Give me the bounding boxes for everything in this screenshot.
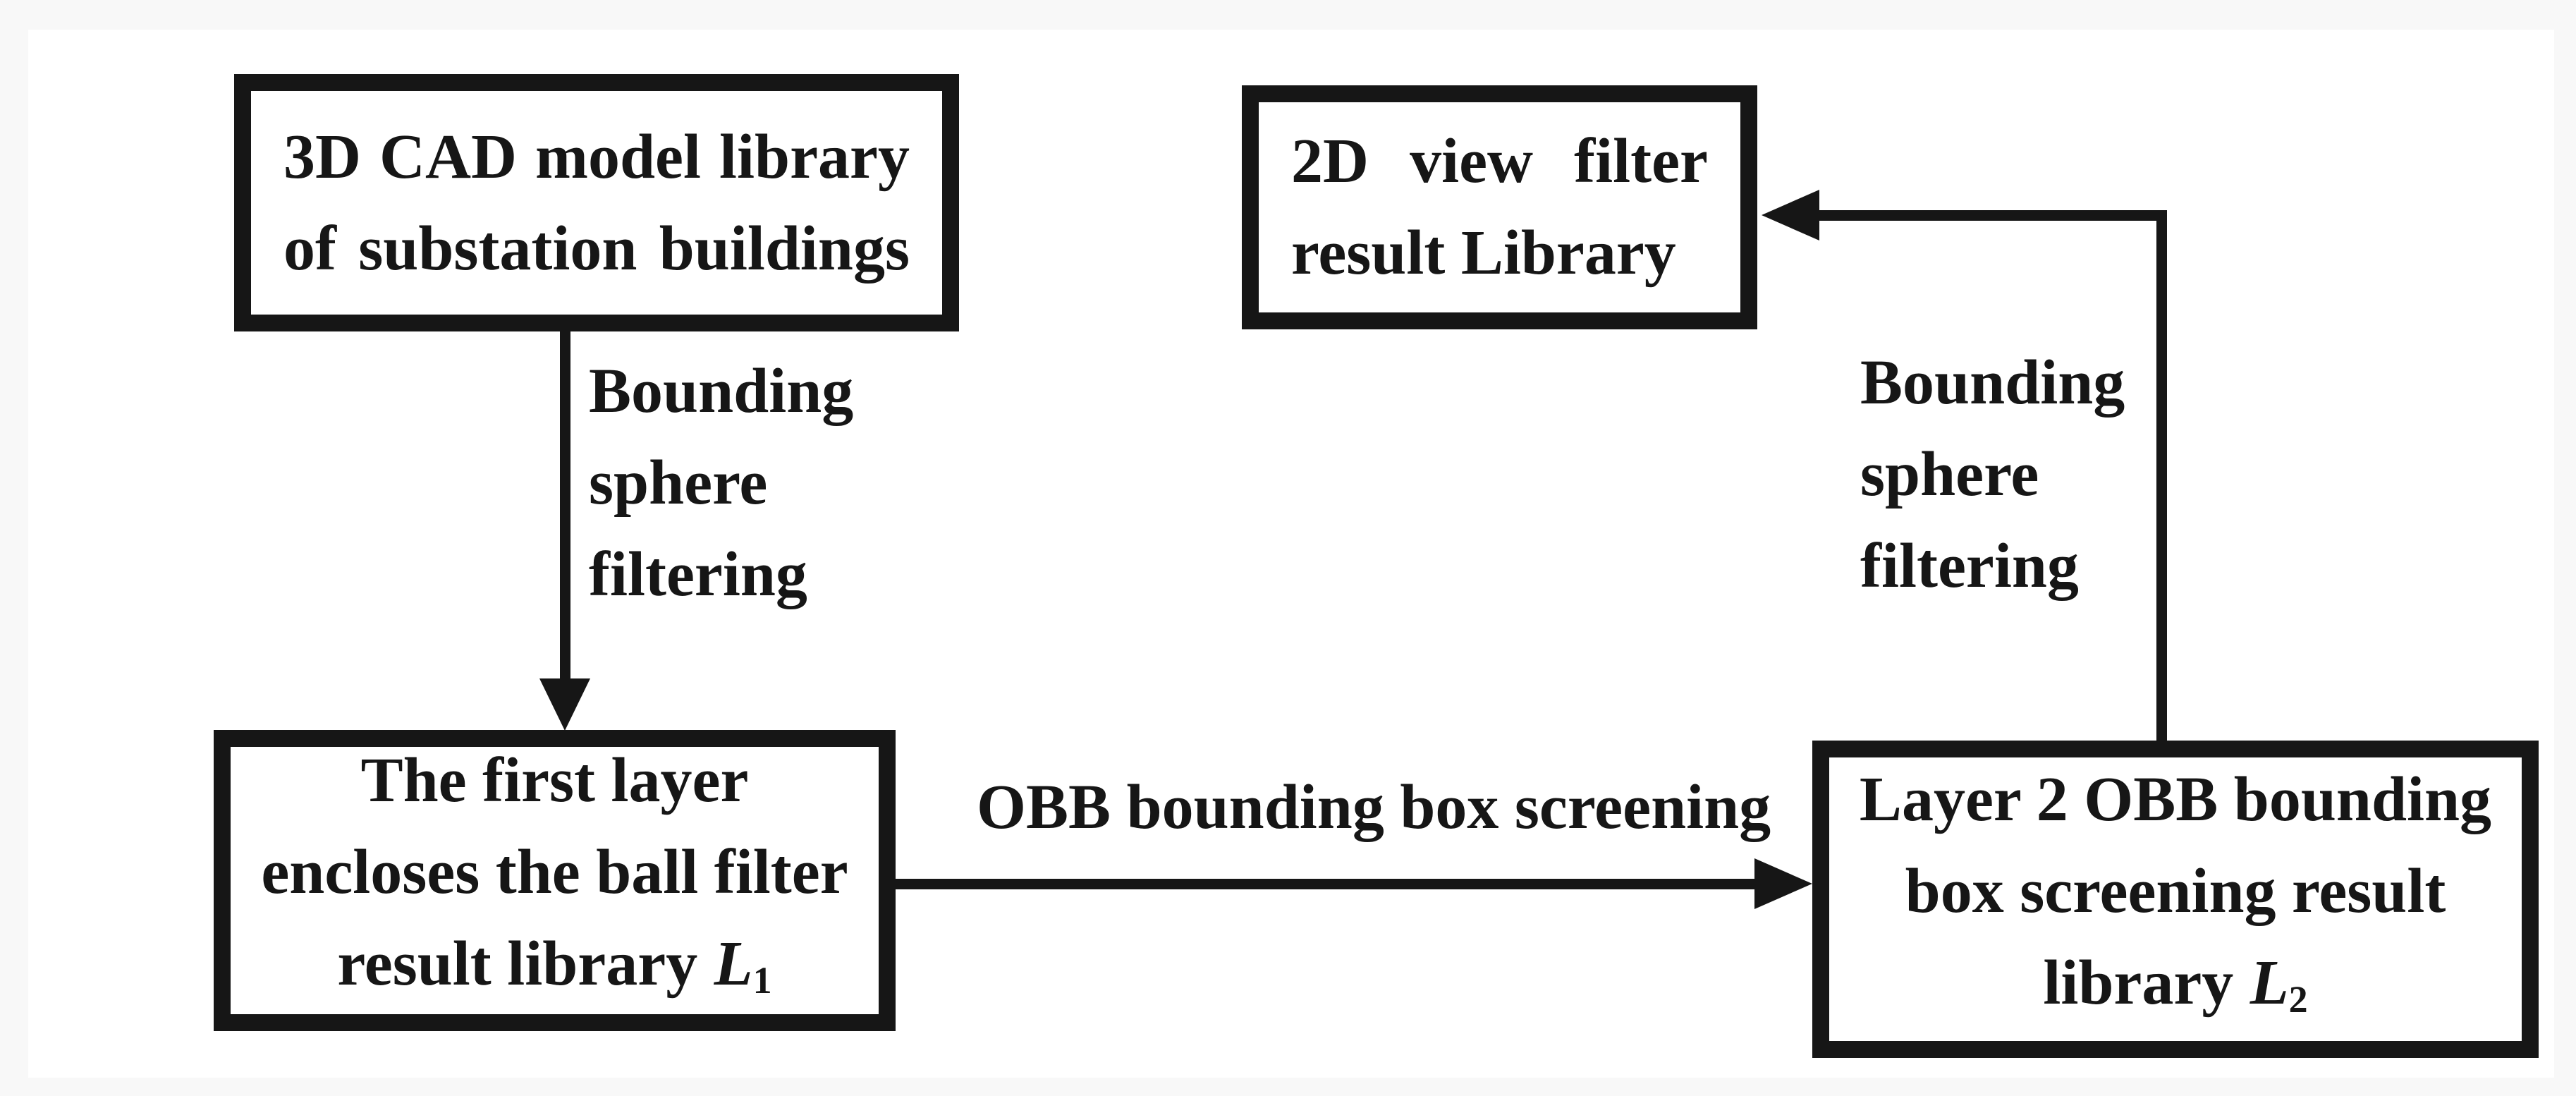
arrow-shaft-down [560, 330, 570, 680]
box-text-line: 3D CAD model library [283, 121, 910, 192]
math-subscript: 1 [752, 958, 772, 1001]
arrow-label-obb-bounding-box-screening: OBB bounding box screening [977, 772, 1771, 842]
box-layer2-obb-result-library-l2: Layer 2 OBB bounding box screening resul… [1812, 741, 2539, 1058]
math-symbol: L [2250, 947, 2289, 1018]
math-subscript: 2 [2288, 978, 2308, 1021]
arrow-label-line: sphere [1860, 439, 2039, 509]
box-first-layer-result-library-l1: The first layer encloses the ball filter… [214, 730, 896, 1031]
arrow-label-line: Bounding [1860, 348, 2125, 418]
arrowhead-right-icon [1754, 858, 1812, 909]
arrow-shaft-left [1817, 210, 2167, 221]
box-text-line: of substation buildings [283, 213, 910, 284]
box-text-line: The first layer [360, 745, 749, 816]
box-text-line: encloses the ball filter [261, 837, 848, 908]
box-text-line: Layer 2 OBB bounding [1859, 764, 2492, 834]
box-2d-view-filter-result-library: 2D view filter result Library [1242, 85, 1757, 329]
arrowhead-down-icon [539, 678, 590, 731]
box-text-prefix: result library [337, 929, 698, 999]
arrow-shaft-right [894, 879, 1759, 889]
arrow-label-bounding-sphere-filtering-left: Bounding sphere filtering [589, 346, 853, 621]
box-text-line: box screening result [1905, 856, 2446, 926]
arrowhead-left-icon [1762, 190, 1819, 240]
arrow-label-line: filtering [589, 540, 807, 609]
box-text-line: result Library [1291, 218, 1676, 288]
box-3d-cad-model-library: 3D CAD model library of substation build… [234, 74, 959, 331]
arrow-shaft-up [2156, 210, 2167, 742]
box-text-line: 2D view filter [1291, 126, 1708, 196]
box-text-prefix: library [2043, 947, 2234, 1018]
arrow-label-bounding-sphere-filtering-right: Bounding sphere filtering [1860, 337, 2125, 612]
arrow-label-line: Bounding [589, 356, 854, 426]
arrow-label-line: sphere [589, 448, 768, 518]
arrow-label-line: filtering [1860, 531, 2079, 601]
math-symbol: L [714, 929, 753, 999]
